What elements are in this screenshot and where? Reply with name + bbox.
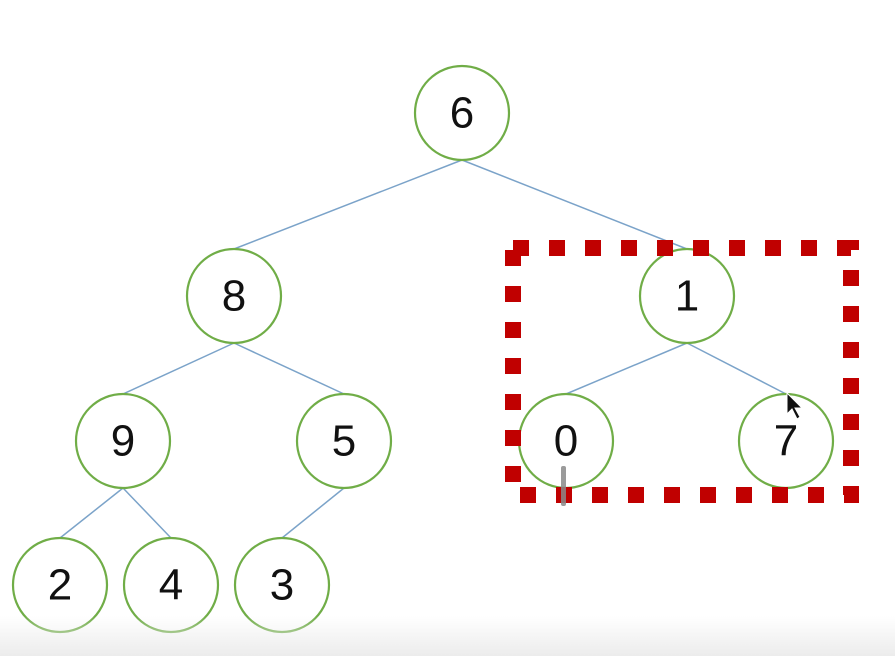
edge-n9-n4 bbox=[122, 487, 172, 539]
node-label: 4 bbox=[159, 561, 183, 610]
node-circle bbox=[74, 392, 172, 490]
node-label: 8 bbox=[222, 272, 246, 321]
edges bbox=[59, 159, 787, 539]
tree-node-1: 1 bbox=[638, 247, 736, 345]
edge-n5-n3 bbox=[281, 487, 345, 539]
tree-node-4: 4 bbox=[122, 536, 220, 634]
nodes: 6 8 1 9 5 0 7 2 4 3 bbox=[11, 64, 835, 634]
edge-n6-n8 bbox=[233, 159, 463, 250]
mouse-pointer-icon bbox=[786, 391, 804, 420]
edge-n1-n7 bbox=[686, 342, 787, 395]
tree-node-6: 6 bbox=[413, 64, 511, 162]
node-label: 7 bbox=[774, 417, 798, 466]
node-circle bbox=[295, 392, 393, 490]
node-label: 0 bbox=[554, 417, 578, 466]
edge-n8-n9 bbox=[122, 342, 235, 395]
node-label: 5 bbox=[332, 417, 356, 466]
node-circle bbox=[11, 536, 109, 634]
tree-node-7: 7 bbox=[737, 392, 835, 490]
node-circle bbox=[185, 247, 283, 345]
tree-node-8: 8 bbox=[185, 247, 283, 345]
node-circle bbox=[122, 536, 220, 634]
node-label: 6 bbox=[450, 89, 474, 138]
tree-node-3: 3 bbox=[233, 536, 331, 634]
highlight-box bbox=[505, 240, 859, 503]
edge-n8-n5 bbox=[233, 342, 345, 395]
tree-node-9: 9 bbox=[74, 392, 172, 490]
tree-node-5: 5 bbox=[295, 392, 393, 490]
tree-node-2: 2 bbox=[11, 536, 109, 634]
node-circle bbox=[413, 64, 511, 162]
node-label: 1 bbox=[675, 272, 699, 321]
edge-n6-n1 bbox=[461, 159, 688, 250]
edge-n9-n2 bbox=[59, 487, 124, 539]
text-cursor-mark bbox=[561, 466, 566, 506]
tree-node-0: 0 bbox=[517, 392, 615, 490]
node-circle bbox=[638, 247, 736, 345]
node-label: 9 bbox=[111, 417, 135, 466]
node-label: 3 bbox=[270, 561, 294, 610]
node-circle bbox=[233, 536, 331, 634]
node-label: 2 bbox=[48, 561, 72, 610]
edge-n1-n0 bbox=[565, 342, 688, 395]
